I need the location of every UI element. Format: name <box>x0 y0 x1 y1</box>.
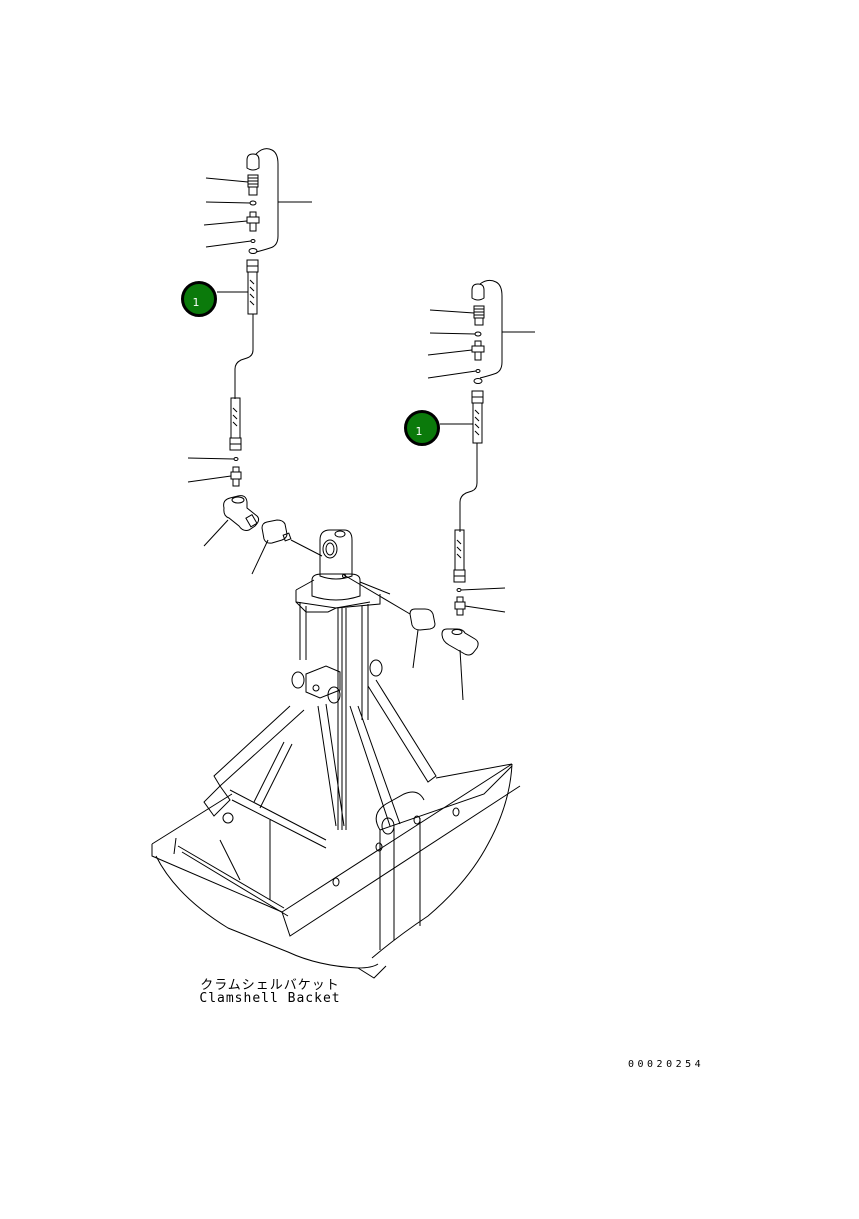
cylinder-mast <box>295 529 391 830</box>
figure-number: 00020254 <box>628 1059 705 1070</box>
linkage-arms <box>203 659 437 849</box>
right-hose-assembly <box>343 279 535 701</box>
callout-label: 1 <box>415 424 423 438</box>
bucket-shell <box>151 763 521 979</box>
callout-part-1-right[interactable]: 1 <box>404 410 440 446</box>
caption-japanese: クラムシェルバケット <box>200 978 340 993</box>
left-hose-assembly <box>187 148 323 575</box>
callout-label: 1 <box>192 295 200 309</box>
callout-part-1-left[interactable]: 1 <box>181 281 217 317</box>
caption-english: Clamshell Backet <box>199 991 341 1006</box>
